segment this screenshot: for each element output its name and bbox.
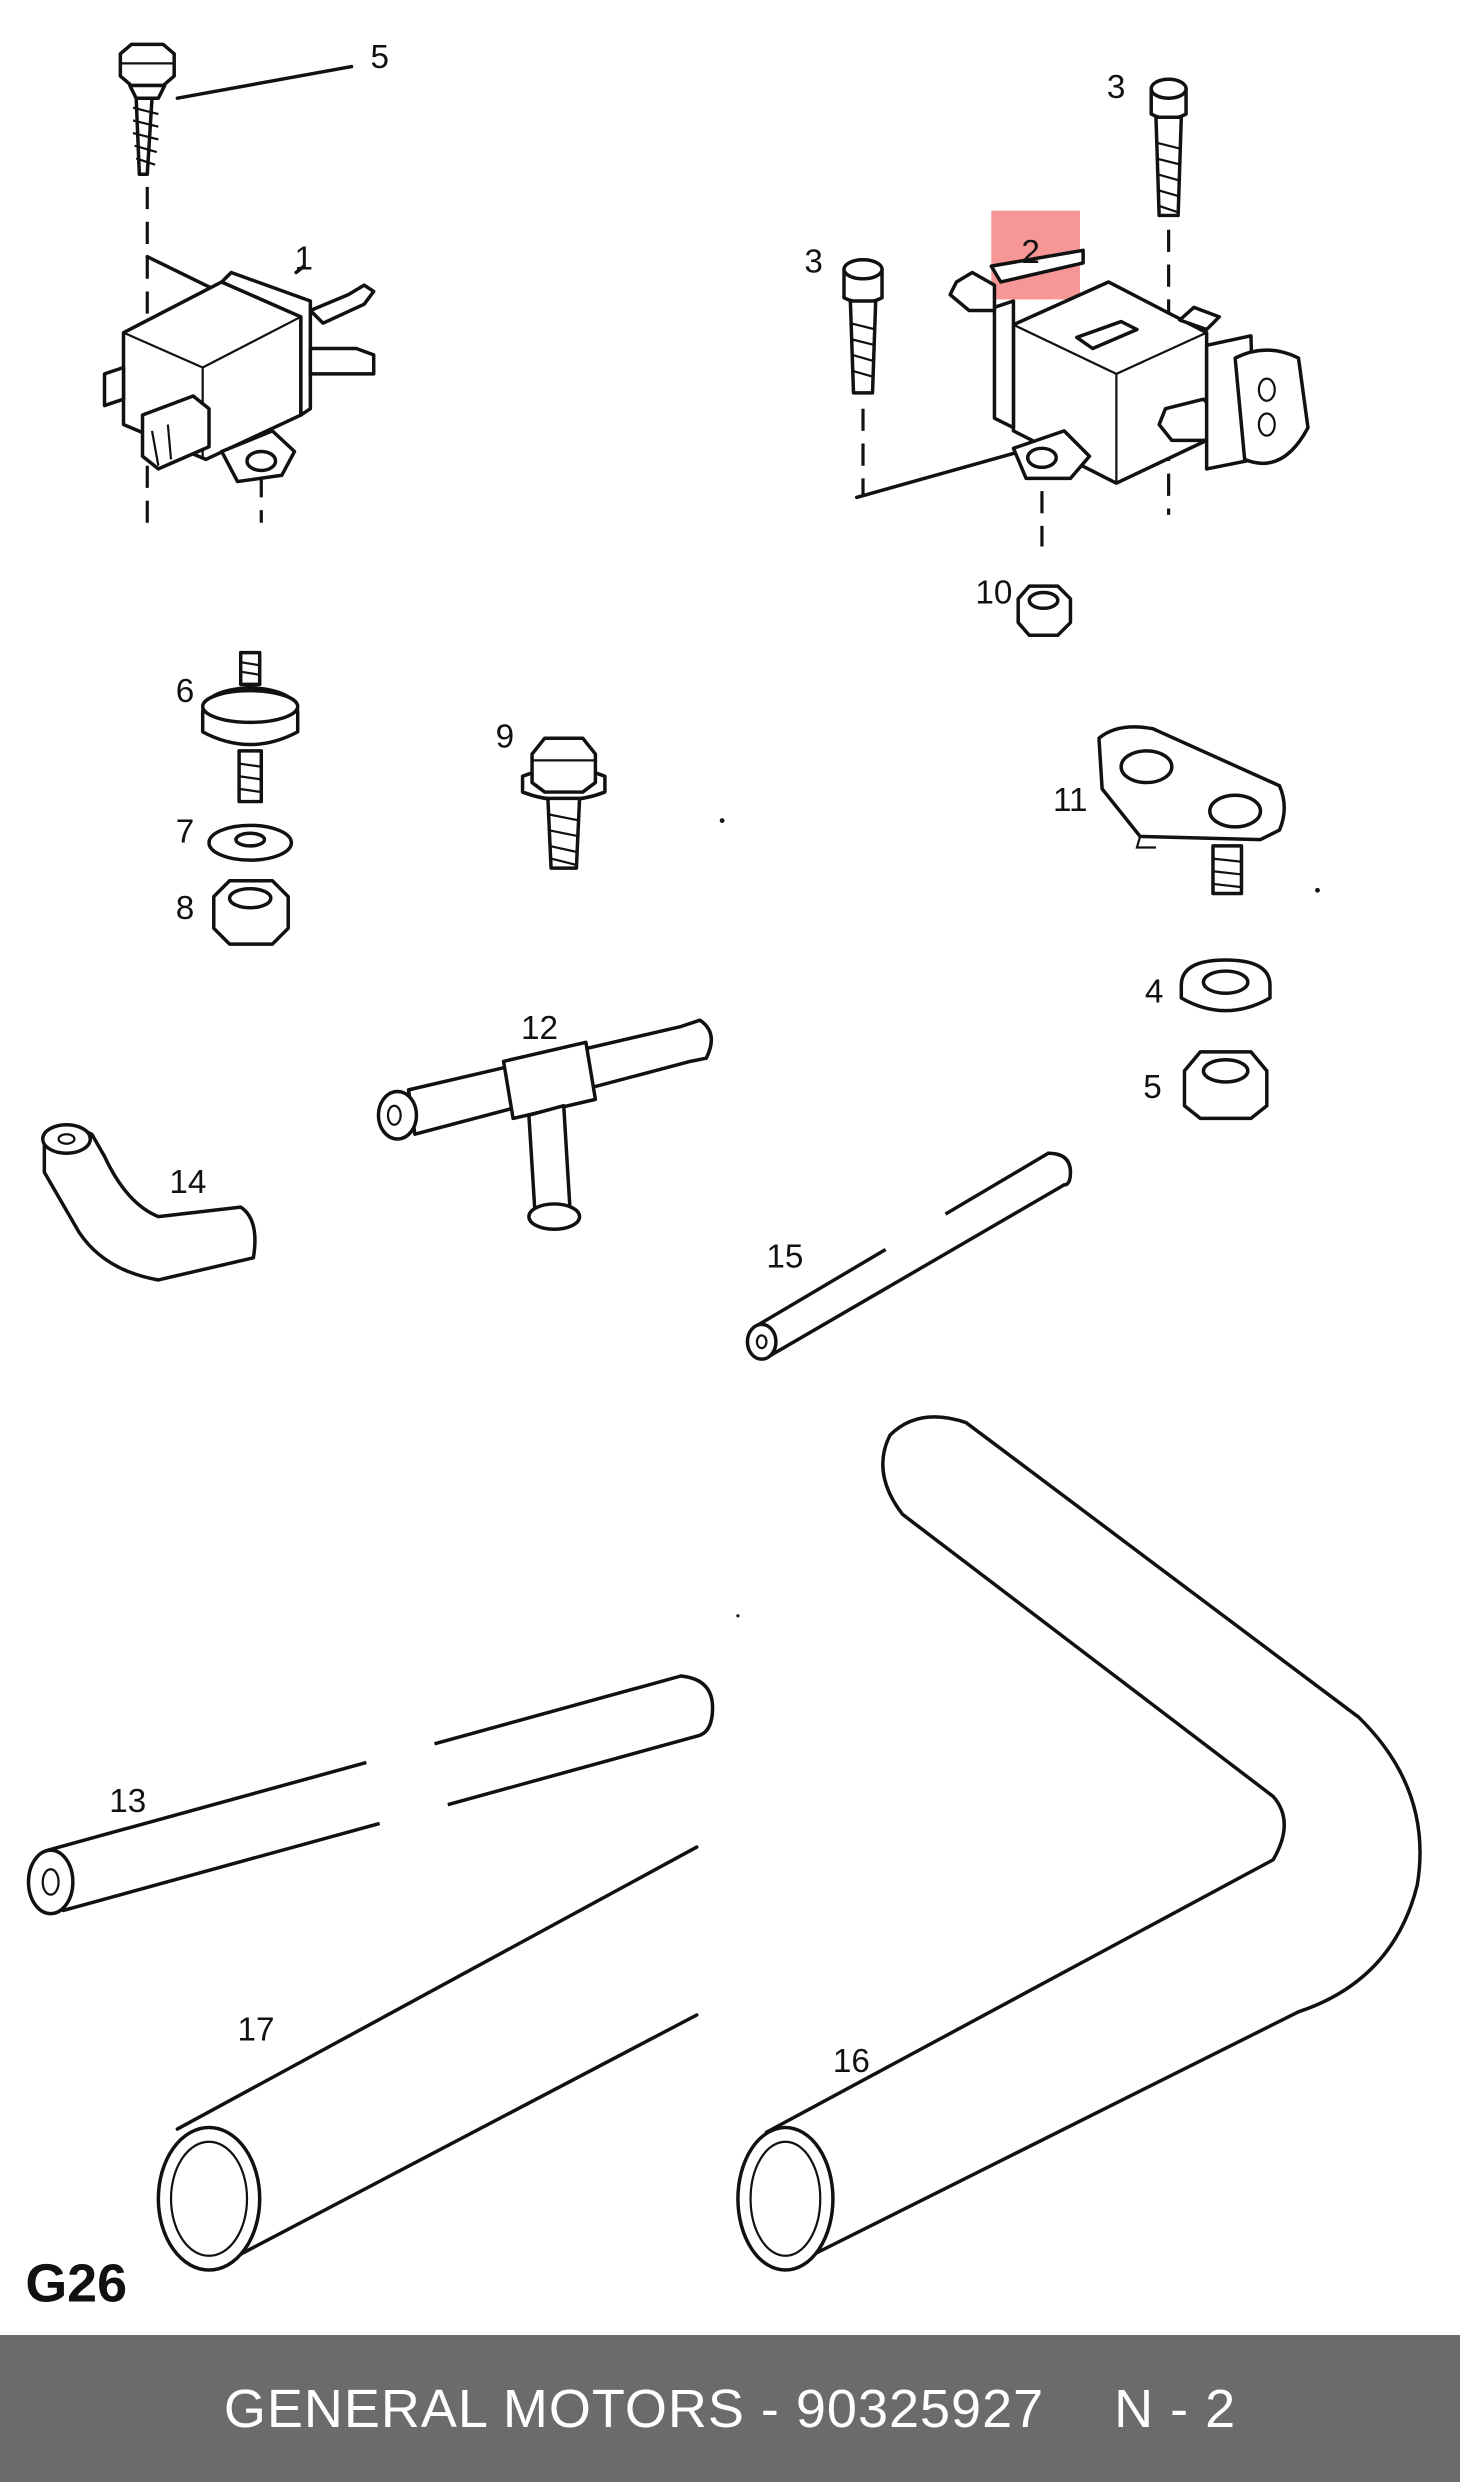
callout-13: 13: [109, 1783, 146, 1820]
part-15-hose: [745, 1151, 1073, 1361]
part-4-washer: [1179, 958, 1272, 1013]
caption-bar: GENERAL MOTORS - 90325927 N - 2: [0, 2335, 1460, 2482]
part-5-screw-top: [118, 42, 354, 176]
part-2-solenoid-valve: [854, 210, 1310, 547]
callout-12: 12: [521, 1010, 558, 1047]
callout-3-upper: 3: [1107, 69, 1125, 106]
part-7-washer: [207, 823, 294, 862]
part-5-nut: [1182, 1050, 1269, 1121]
part-8-nut: [212, 879, 290, 946]
callout-9: 9: [496, 719, 514, 756]
callout-5-top: 5: [371, 39, 389, 76]
part-6-rubber-mount: [200, 650, 300, 804]
brand-part-number: GENERAL MOTORS - 90325927: [223, 2378, 1045, 2439]
callout-3-lower: 3: [804, 243, 822, 280]
section-code: G26: [25, 2254, 127, 2314]
scan-specks: [719, 818, 1320, 1618]
part-11-bracket: [1097, 725, 1286, 896]
callout-10: 10: [975, 575, 1012, 612]
quantity-label: N - 2: [1114, 2378, 1237, 2439]
part-16-bent-hose: [736, 1415, 1422, 2272]
callout-4: 4: [1145, 974, 1163, 1011]
part-9-bolt: [520, 736, 607, 870]
part-3-screw-lower: [842, 258, 884, 495]
part-17-hose: [156, 1845, 699, 2272]
callout-1: 1: [295, 240, 313, 277]
part-12-t-connector: [376, 1018, 714, 1232]
callout-7: 7: [176, 814, 194, 851]
part-10-nut: [1016, 584, 1073, 637]
part-13-hose: [26, 1674, 715, 1916]
parts-diagram: 5 1 3 3 2 10 6 9 11 7 8 4 12 5 14 15 13 …: [25, 39, 1422, 2314]
callout-labels: 5 1 3 3 2 10 6 9 11 7 8 4 12 5 14 15 13 …: [25, 39, 1163, 2314]
callout-11: 11: [1053, 782, 1088, 819]
callout-5-nut: 5: [1143, 1069, 1161, 1106]
callout-17: 17: [238, 2011, 275, 2048]
callout-6: 6: [176, 673, 194, 710]
part-14-elbow-hose: [41, 1122, 257, 1282]
part-1-solenoid-valve: [102, 186, 376, 531]
callout-16: 16: [833, 2043, 870, 2080]
callout-8: 8: [176, 890, 194, 927]
callout-2: 2: [1021, 234, 1039, 271]
callout-15: 15: [766, 1238, 803, 1275]
callout-14: 14: [169, 1164, 206, 1201]
